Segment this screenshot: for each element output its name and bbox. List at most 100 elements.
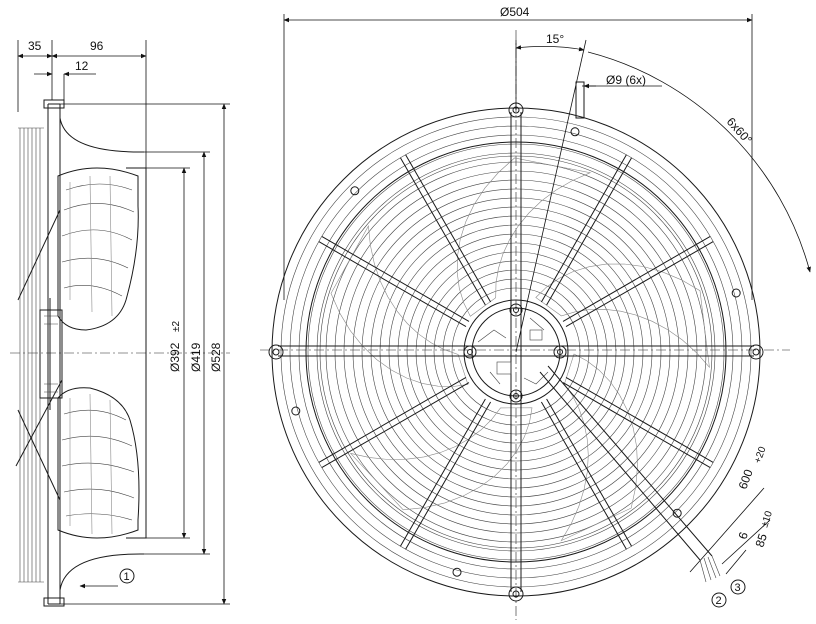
plate-hole xyxy=(570,127,580,137)
guard-spoke xyxy=(562,376,714,469)
dim-line-85 xyxy=(721,519,771,565)
front-view: Ø504 15° Ø9 (6x) 6x60° 600 +20 85 ±10 xyxy=(260,5,811,620)
impeller-blade xyxy=(535,263,710,369)
guard-ring xyxy=(307,143,725,561)
dim-d392-tolerance: ±2 xyxy=(171,321,182,332)
side-view: 35 96 12 Ø392 ±2 Ø419 Ø528 1 xyxy=(10,39,230,607)
hub-detail xyxy=(44,315,58,393)
mounting-flange xyxy=(47,103,61,605)
guard-ring xyxy=(451,287,581,417)
nozzle-profile xyxy=(59,117,144,591)
guard-ring xyxy=(325,161,707,543)
callout-3-label: 3 xyxy=(735,582,741,594)
impeller-blade xyxy=(349,407,533,511)
dim-line-6 xyxy=(725,549,747,575)
guard-bar-vertical xyxy=(510,112,522,592)
upper-blade-grid xyxy=(69,175,113,317)
guard-struts xyxy=(15,209,63,501)
dim-d392-label: Ø392 xyxy=(168,342,182,372)
plate-hole xyxy=(291,406,301,416)
plate-hole xyxy=(452,567,462,577)
callout-1-circle xyxy=(119,568,135,584)
dim-6x60-label: 6x60° xyxy=(724,115,755,147)
hub-terminal-box xyxy=(496,361,512,375)
plate-hole xyxy=(731,288,741,298)
upper-blade-contours xyxy=(61,183,135,297)
guard-ring xyxy=(316,152,716,552)
guard-ring xyxy=(397,233,635,471)
guard-ring xyxy=(352,188,680,516)
hub-label-plate xyxy=(529,329,543,341)
dim-15deg-label: 15° xyxy=(546,32,564,46)
dim-arc-6x60 xyxy=(587,51,811,273)
guard-ring xyxy=(379,215,653,489)
dim-6-label: 6 xyxy=(736,530,751,541)
plate-mounting-holes xyxy=(291,127,741,577)
rotor-hub-inner xyxy=(471,307,561,397)
dim-d9-label: Ø9 (6x) xyxy=(606,73,646,87)
dim-arc-15 xyxy=(515,45,585,52)
guard-spokes xyxy=(318,154,714,550)
dim-12-label: 12 xyxy=(75,59,89,73)
lower-blade-contours xyxy=(61,409,135,521)
dim-d419-label: Ø419 xyxy=(189,342,203,372)
hub-details xyxy=(477,317,549,385)
guard-ring xyxy=(424,260,608,444)
guard-rings xyxy=(280,116,752,588)
guard-ring xyxy=(433,269,599,435)
callout-2-label: 2 xyxy=(716,595,722,607)
guard-ring xyxy=(361,197,671,507)
impeller-blade xyxy=(560,353,638,542)
plate-hole xyxy=(350,186,360,196)
dim-d528-label: Ø528 xyxy=(209,342,223,372)
dim-600-tolerance: +20 xyxy=(752,445,768,465)
rotor-hub-outer xyxy=(463,299,569,405)
impeller-blades xyxy=(330,157,710,542)
guard-spoke xyxy=(562,235,714,328)
dim-85-label: 85 xyxy=(753,532,771,549)
guard-spoke xyxy=(540,398,633,550)
impeller-blade xyxy=(330,225,469,387)
guard-spoke xyxy=(399,154,492,306)
blade-tip-outline xyxy=(126,167,147,539)
flange-tabs xyxy=(43,99,65,607)
mounting-slot xyxy=(575,81,585,119)
guard-ring xyxy=(388,224,644,480)
impeller-blade xyxy=(456,157,592,317)
cable-sheath xyxy=(539,365,713,561)
callout-1-label: 1 xyxy=(124,571,130,583)
guard-ring xyxy=(370,206,662,498)
plate-hole xyxy=(672,508,682,518)
angle-ref-15 xyxy=(515,39,587,353)
nozzle-circle xyxy=(305,141,727,563)
guard-spoke xyxy=(318,235,470,328)
guard-bar-horizontal xyxy=(278,345,754,357)
callout-2-circle xyxy=(711,592,727,608)
lower-blade xyxy=(57,387,140,539)
guard-fixing-points xyxy=(268,102,764,602)
guard-spoke xyxy=(540,154,633,306)
grille-frame xyxy=(18,127,44,583)
guard-ring xyxy=(298,134,734,570)
dim-96-label: 96 xyxy=(90,39,104,53)
motor-hub xyxy=(39,309,63,399)
dim-d504-label: Ø504 xyxy=(500,5,530,19)
guard-spoke xyxy=(399,398,492,550)
cable-wires xyxy=(699,555,721,583)
dim-35-label: 35 xyxy=(28,39,42,53)
guard-ring xyxy=(343,179,689,525)
dim-85-tolerance: ±10 xyxy=(759,509,775,529)
blade-tip-circle xyxy=(319,155,713,549)
dim-line-600 xyxy=(689,487,765,573)
guard-ring xyxy=(406,242,626,462)
lower-blade-grid xyxy=(69,393,113,535)
callout-3-circle xyxy=(730,579,746,595)
guard-ring xyxy=(289,125,743,579)
guard-spoke xyxy=(318,376,470,469)
guard-ring xyxy=(442,278,590,426)
upper-blade xyxy=(57,167,139,331)
dim-600-label: 600 xyxy=(736,467,756,491)
guard-ring xyxy=(334,170,698,534)
